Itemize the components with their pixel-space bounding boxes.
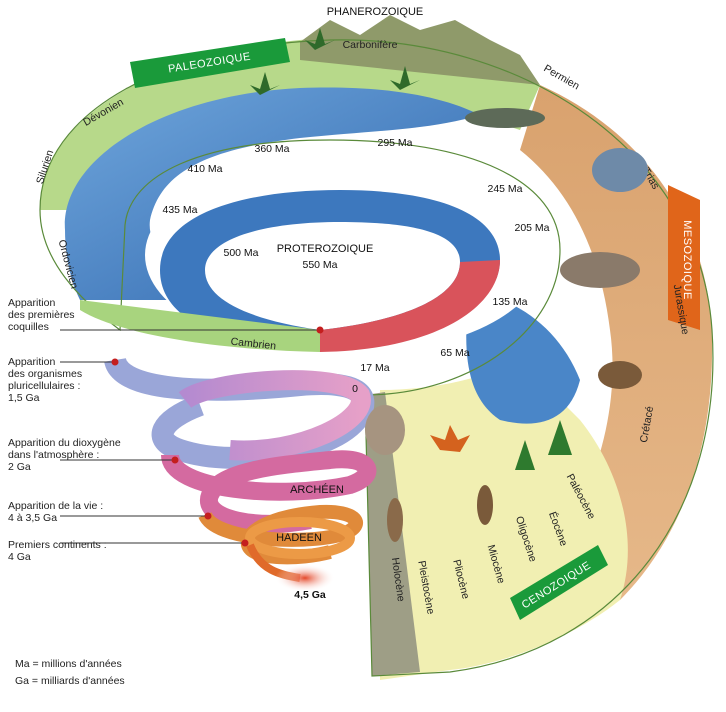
event-dioxygen: Apparition du dioxygène dans l'atmosphèr… — [8, 437, 121, 473]
reptile-icon — [465, 108, 545, 128]
event-dots — [111, 326, 324, 547]
mammoth-icon — [365, 405, 405, 455]
phanerozoic-sea — [64, 87, 480, 300]
proterozoic-ring — [160, 190, 500, 352]
archeen-label: ARCHÉEN — [290, 483, 344, 496]
dinosaur-icon — [592, 148, 648, 192]
age-zero: 0 — [352, 383, 358, 395]
mesozoique-label: MESOZOIQUE — [681, 220, 693, 300]
mesozoic-sea — [466, 290, 580, 424]
age-435: 435 Ma — [162, 204, 197, 216]
age-410: 410 Ma — [187, 163, 222, 175]
event-line: coquilles — [8, 321, 49, 333]
palm-icon — [250, 72, 280, 95]
event-line: Apparition de la vie : — [8, 500, 103, 512]
event-line: 1,5 Ga — [8, 392, 40, 404]
age-295: 295 Ma — [377, 137, 412, 149]
age-245: 245 Ma — [487, 183, 522, 195]
phanerozoique-label: PHANEROZOIQUE — [327, 6, 424, 18]
dioxygen-dot — [171, 456, 179, 464]
event-line: pluricellulaires : — [8, 380, 80, 392]
hadeen-label: HADEEN — [276, 532, 322, 544]
human-icon — [387, 498, 403, 542]
event-continents: Premiers continents : 4 Ga — [8, 539, 107, 563]
event-line: dans l'atmosphère : — [8, 449, 99, 461]
life-dot — [204, 512, 212, 520]
mountains — [300, 15, 540, 85]
event-life: Apparition de la vie : 4 à 3,5 Ga — [8, 500, 103, 524]
turtle-icon — [598, 361, 642, 389]
volcano-icon — [430, 425, 470, 452]
continents-dot — [241, 539, 249, 547]
hominid-icon — [477, 485, 493, 525]
cambrian-band — [80, 300, 320, 352]
event-line: Apparition du dioxygène — [8, 437, 121, 449]
age-550: 550 Ma — [302, 259, 337, 271]
age-500: 500 Ma — [223, 247, 258, 259]
carbonifere-label: Carbonifère — [343, 39, 398, 51]
archean-coils — [104, 356, 377, 592]
mesozoic-land — [520, 85, 713, 600]
palm-icon — [305, 28, 335, 50]
age-4-5-ga: 4,5 Ga — [294, 589, 326, 601]
permien-label: Permien — [542, 62, 582, 92]
legend-ma: Ma = millions d'années — [15, 658, 122, 670]
event-line: Apparition — [8, 297, 55, 309]
event-line: des organismes — [8, 368, 82, 380]
age-17: 17 Ma — [360, 362, 389, 374]
multicellular-dot — [111, 358, 119, 366]
legend: Ma = millions d'années Ga = milliards d'… — [15, 658, 125, 687]
tree-icon — [548, 420, 572, 455]
event-line: 4 à 3,5 Ga — [8, 512, 57, 524]
legend-ga: Ga = milliards d'années — [15, 675, 125, 687]
event-shells: Apparition des premières coquilles — [8, 297, 75, 333]
age-360: 360 Ma — [254, 143, 289, 155]
shells-dot — [316, 326, 324, 334]
sauropod-icon — [560, 252, 640, 288]
tree-icon — [515, 440, 535, 470]
event-multicellular: Apparition des organismes pluricellulair… — [8, 356, 82, 404]
proterozoic-red-band — [320, 260, 500, 352]
event-line: Apparition — [8, 356, 55, 368]
age-205: 205 Ma — [514, 222, 549, 234]
proterozoique-label: PROTEROZOIQUE — [277, 243, 374, 255]
age-65: 65 Ma — [440, 347, 469, 359]
event-line: 2 Ga — [8, 461, 31, 473]
mesozoique-banner: MESOZOIQUE — [668, 185, 700, 330]
cambrien-label: Cambrien — [230, 336, 277, 353]
age-135: 135 Ma — [492, 296, 527, 308]
decorations — [250, 28, 648, 542]
earth-origin — [275, 564, 335, 592]
event-line: des premières — [8, 309, 75, 321]
event-line: 4 Ga — [8, 551, 31, 563]
palm-icon — [390, 66, 420, 90]
event-markers — [60, 329, 320, 544]
event-line: Premiers continents : — [8, 539, 107, 551]
